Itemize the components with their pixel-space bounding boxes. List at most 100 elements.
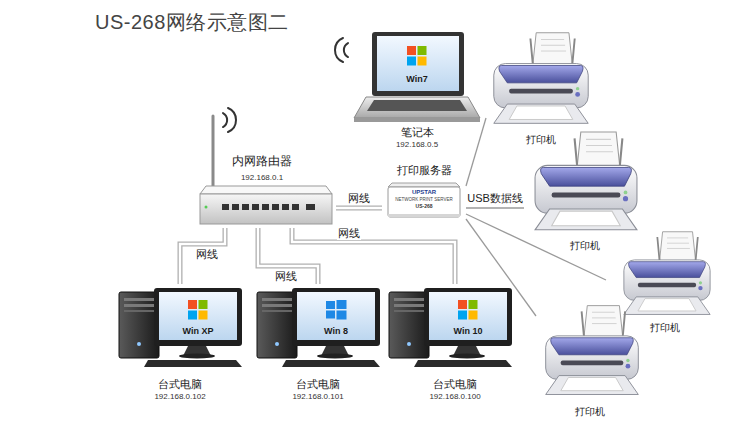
brand-label: UPSTAR (412, 189, 436, 196)
usb-cable (466, 207, 524, 208)
printer-node: 打印机 (486, 28, 596, 152)
windows-logo-part (199, 311, 208, 320)
laptop-icon-part (354, 97, 480, 118)
connector (258, 228, 318, 284)
cable-core (258, 228, 318, 284)
print-server-icon-part (388, 214, 460, 217)
windows-logo-part (188, 311, 197, 320)
device-caption: 打印机 (526, 134, 556, 146)
wifi-signal (223, 108, 236, 132)
windows-logo (326, 300, 347, 320)
windows-logo (188, 300, 208, 320)
printer-node: 打印机 (524, 128, 646, 252)
desktop-icon (119, 288, 242, 367)
laptop-icon-part (367, 100, 467, 111)
desktop-node: Win 10台式电脑192.168.0.100 (386, 284, 516, 402)
desktop-node: Win XP 台式电脑192.168.0.102 (112, 284, 248, 402)
windows-logo-part (469, 311, 478, 320)
cable-label: USB数据线 (466, 192, 524, 205)
laptop-icon-part (372, 32, 464, 96)
wifi-signal (335, 38, 348, 62)
router-node: 内网路由器 192.168.0.1 (196, 152, 336, 228)
windows-logo-part (407, 57, 416, 66)
usb-cable (466, 118, 486, 186)
windows-logo-part (458, 300, 467, 309)
cable-label: 网线 (274, 270, 298, 283)
device-caption: 笔记本 (401, 126, 434, 139)
desktop-node: Win 8台式电脑192.168.0.101 (252, 284, 388, 402)
windows-logo-part (326, 311, 335, 319)
router-icon (200, 116, 332, 224)
windows-logo-part (418, 57, 427, 66)
model-label: US-268 (416, 203, 433, 209)
print-server-icon (388, 183, 460, 217)
laptop-icon-part (377, 36, 459, 91)
cable-core (336, 207, 382, 209)
cable-outline (258, 228, 318, 284)
router-icon-part (292, 204, 299, 210)
windows-logo-part (337, 311, 347, 320)
connector (180, 228, 225, 284)
device-caption: 台式电脑 (296, 378, 340, 391)
router-icon-part (272, 204, 279, 210)
cable-label: 网线 (347, 192, 371, 205)
router-icon-part (282, 204, 289, 210)
printer-icon (546, 306, 639, 395)
windows-logo-part (418, 46, 427, 55)
cable-label: 网线 (195, 248, 219, 261)
router-icon-part (222, 204, 229, 210)
cable-outline (180, 228, 225, 284)
device-caption: 台式电脑 (158, 378, 202, 391)
printer-icon (624, 232, 710, 315)
router-icon-part (252, 204, 259, 210)
connector (466, 208, 524, 209)
desktop-icon (389, 288, 512, 367)
wifi-signal-part (344, 43, 348, 57)
cable-outline (336, 206, 382, 211)
print-server-icon-part (388, 183, 460, 187)
printer-node: 打印机 (606, 228, 724, 336)
cable-core (292, 228, 455, 284)
os-label: Win 10 (454, 326, 483, 337)
connector (466, 118, 486, 186)
router-icon-part (306, 204, 315, 210)
router-icon-part (200, 186, 332, 194)
printer-icon (494, 33, 588, 124)
desktop-icon (257, 288, 380, 367)
connector (292, 228, 455, 284)
router-icon-part (205, 206, 208, 209)
connector (336, 208, 382, 209)
router-icon-part (262, 204, 269, 210)
windows-logo-part (188, 300, 197, 309)
device-caption: 打印机 (575, 406, 605, 418)
printer-node: 打印机 (536, 300, 646, 424)
windows-logo (458, 300, 478, 320)
windows-logo-part (199, 300, 208, 309)
print-server-node: 打印服务器 UPSTARNETWORK PRINT SERVERUS-268 (382, 162, 466, 220)
wifi-signal-part (228, 108, 236, 132)
laptop-icon (354, 32, 480, 122)
device-caption: 打印服务器 (397, 164, 452, 177)
print-server-icon-part (388, 187, 460, 217)
printer-icon (535, 132, 637, 230)
os-label: Win7 (406, 74, 427, 85)
windows-logo-part (469, 300, 478, 309)
windows-logo-part (407, 46, 416, 55)
windows-logo (407, 46, 427, 66)
diagram-title: US-268网络示意图二 (95, 10, 289, 34)
router-icon-part (232, 204, 239, 210)
wifi-signal-part (223, 113, 227, 127)
product-label: NETWORK PRINT SERVER (395, 197, 452, 202)
windows-logo-part (326, 301, 335, 309)
ip-address: 192.168.0.102 (154, 392, 205, 402)
windows-logo-part (337, 300, 347, 309)
ip-address: 192.168.0.5 (396, 140, 438, 150)
device-caption: 打印机 (570, 240, 600, 252)
ip-address: 192.168.0.100 (429, 392, 480, 402)
os-label: Win XP (183, 326, 214, 337)
ip-address: 192.168.0.101 (292, 392, 343, 402)
device-caption: 内网路由器 (232, 154, 292, 168)
ip-address: 192.168.0.1 (241, 173, 283, 183)
